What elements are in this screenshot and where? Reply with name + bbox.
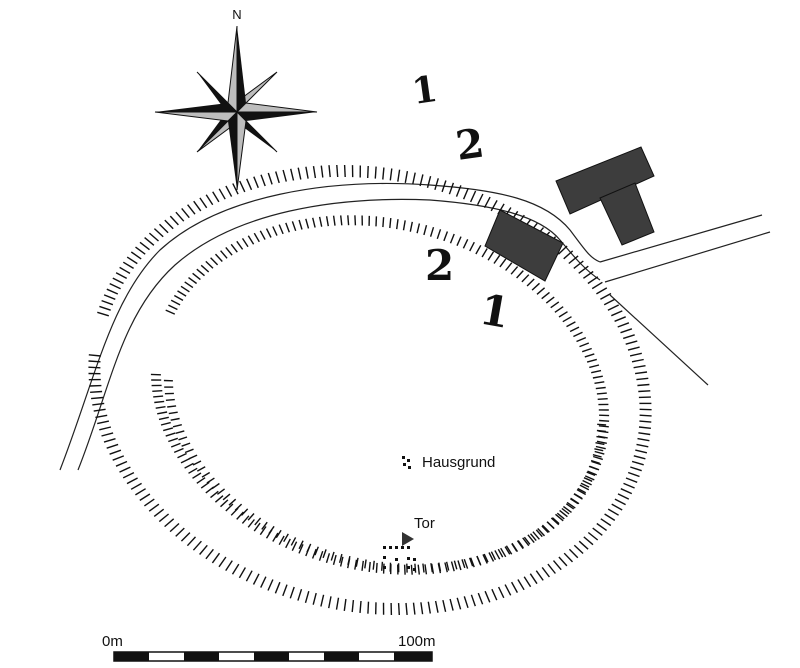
section-mark-outer-1: 1 [409,68,440,113]
section-mark-outer-2: 2 [453,119,487,169]
north-label: N [232,7,241,22]
scale-bar [113,651,433,662]
road [59,182,771,471]
house-foundation-marker [402,456,411,469]
house-foundation-label: Hausgrund [422,454,495,471]
gate-label: Tor [414,515,435,532]
compass-rose-icon [154,25,318,191]
section-mark-inner-1: 1 [476,285,513,338]
building-small [484,209,564,282]
outer-rampart-hachures [88,164,652,616]
scale-end-label: 100m [398,633,436,650]
gate-marker-icon [402,532,414,546]
inner-rampart-hachures [150,215,610,575]
section-mark-inner-2: 2 [425,241,454,290]
buildings [484,146,655,282]
building-large-lower [599,182,655,246]
gate-posts [383,546,416,571]
building-large-upper [555,146,655,215]
scale-start-label: 0m [102,633,123,650]
